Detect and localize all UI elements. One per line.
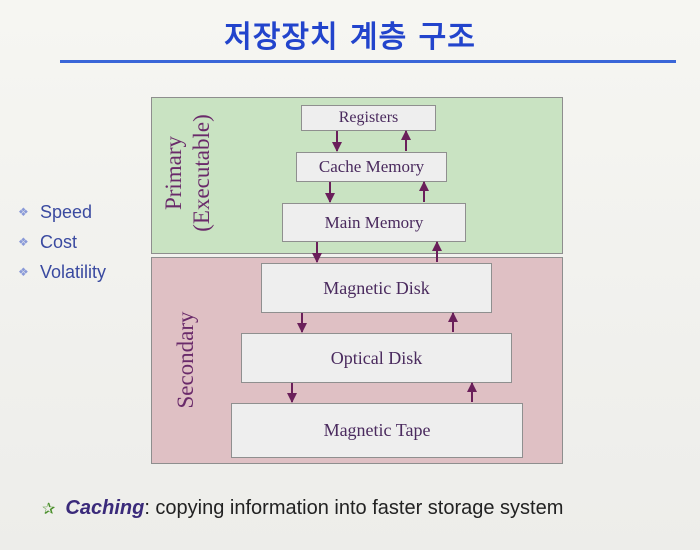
caching-keyword: Caching xyxy=(65,497,145,519)
level-registers: Registers xyxy=(301,105,436,131)
level-cache-memory: Cache Memory xyxy=(296,152,447,182)
page-title: 저장장치 계층 구조 xyxy=(224,20,476,55)
diamond-bullet-icon: ❖ xyxy=(18,205,29,219)
bullet-label: Speed xyxy=(40,201,93,222)
level-label: Main Memory xyxy=(324,212,424,232)
level-magnetic-disk: Magnetic Disk xyxy=(261,263,492,313)
star-icon: ✰ xyxy=(42,501,56,518)
bullet-label: Cost xyxy=(40,231,78,252)
level-main-memory: Main Memory xyxy=(282,203,466,242)
level-magnetic-tape: Magnetic Tape xyxy=(231,403,523,458)
level-label: Cache Memory xyxy=(318,157,425,176)
level-label: Optical Disk xyxy=(330,347,423,368)
bullet-volatility: ❖ Volatility xyxy=(18,257,106,287)
criteria-list: ❖ Speed ❖ Cost ❖ Volatility xyxy=(18,197,106,287)
level-label: Registers xyxy=(338,109,399,126)
level-label: Magnetic Disk xyxy=(323,277,430,298)
caching-note: ✰ Caching: copying information into faste… xyxy=(42,497,563,520)
level-label: Magnetic Tape xyxy=(323,420,431,440)
diamond-bullet-icon: ❖ xyxy=(18,265,29,279)
title-underline xyxy=(60,60,676,63)
level-optical-disk: Optical Disk xyxy=(241,333,512,383)
diamond-bullet-icon: ❖ xyxy=(18,235,29,249)
bullet-speed: ❖ Speed xyxy=(18,197,106,227)
bullet-cost: ❖ Cost xyxy=(18,227,106,257)
caching-text: : copying information into faster storag… xyxy=(144,497,564,519)
bullet-label: Volatility xyxy=(40,261,107,282)
